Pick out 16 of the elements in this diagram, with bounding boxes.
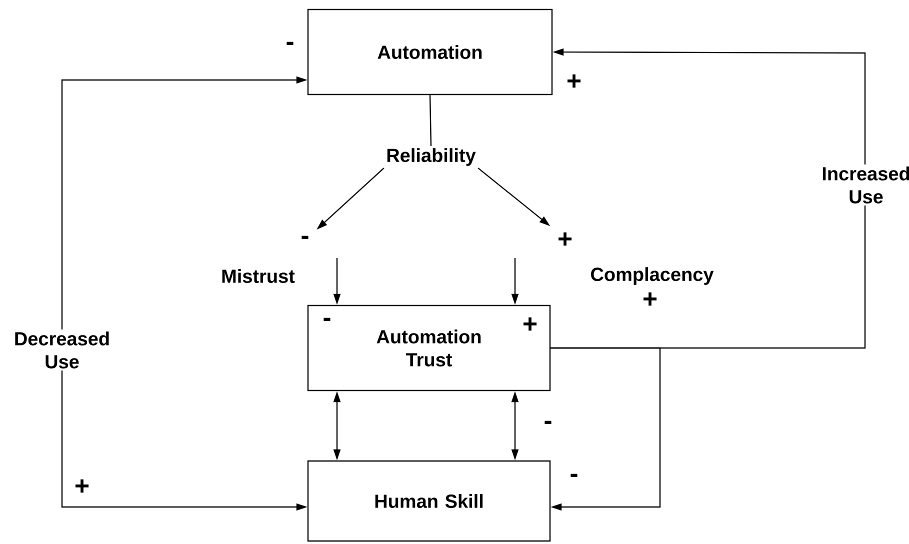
sign-label: - xyxy=(544,420,552,424)
sign-label: - xyxy=(302,236,308,239)
edge-label: Decreased Use xyxy=(5,330,119,370)
process-box: Automation xyxy=(307,8,553,96)
sign-label: + xyxy=(524,317,537,331)
sign-label: + xyxy=(644,292,657,306)
sign-label: - xyxy=(324,318,330,321)
sign-label: + xyxy=(568,74,581,88)
node-label: Complacency xyxy=(591,267,714,285)
arrow xyxy=(550,347,661,511)
sign-label: + xyxy=(76,479,89,493)
sign-label: + xyxy=(558,232,572,246)
process-box: Human Skill xyxy=(307,460,551,542)
node-label: Reliability xyxy=(387,148,476,166)
node-label: Mistrust xyxy=(222,269,295,283)
edge-label: Increased Use xyxy=(809,164,909,206)
